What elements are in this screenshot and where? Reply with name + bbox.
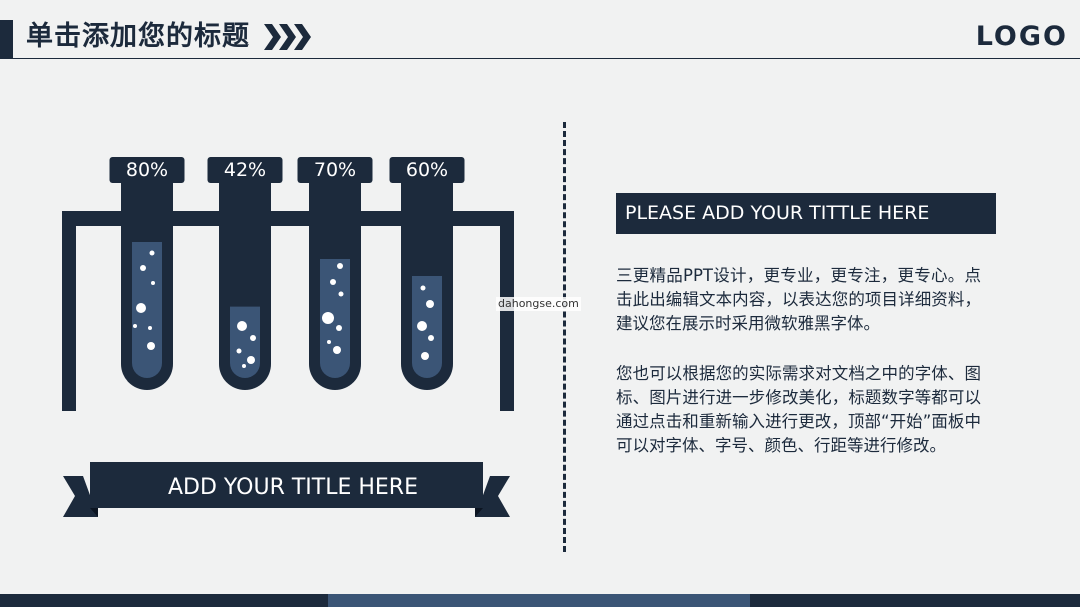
tube-percent-label[interactable]: 60% <box>406 159 448 181</box>
bubble <box>337 263 343 269</box>
bubble <box>417 321 427 331</box>
tube-cap <box>389 157 465 183</box>
banner-title[interactable]: ADD YOUR TITLE HERE <box>168 475 418 500</box>
bubble <box>236 348 242 354</box>
tube-percent-label[interactable]: 42% <box>224 159 266 181</box>
footer-bar-middle <box>328 594 750 607</box>
bubble <box>420 285 426 291</box>
ribbon-left-tail <box>63 476 98 517</box>
bubble <box>426 300 434 308</box>
dashed-divider <box>563 122 566 552</box>
tube-liquid <box>412 276 442 378</box>
ribbon-right-fold <box>475 508 483 517</box>
footer-bar-right <box>750 594 1080 607</box>
description-paragraph-1[interactable]: 三更精品PPT设计，更专业，更专注，更专心。点击此出编辑文本内容，以表达您的项目… <box>616 266 981 333</box>
bubble <box>247 356 255 364</box>
bubble <box>330 279 336 285</box>
bubble <box>136 303 146 313</box>
bubble <box>149 250 155 256</box>
bubble <box>333 346 341 354</box>
footer-bar-left <box>0 594 328 607</box>
description-paragraph-2[interactable]: 您也可以根据您的实际需求对文档之中的字体、图标、图片进行进一步修改美化，标题数字… <box>616 364 981 455</box>
bubble <box>237 321 247 331</box>
bubble <box>421 352 429 360</box>
rack-left-leg <box>62 211 76 411</box>
bubble <box>133 324 137 328</box>
bubble <box>338 291 344 297</box>
bubble <box>428 335 434 341</box>
bubble <box>151 281 155 285</box>
tube-liquid <box>132 242 162 378</box>
tube-cap <box>109 157 185 183</box>
title-ribbon-banner[interactable]: ADD YOUR TITLE HERE <box>63 462 510 517</box>
bubble <box>148 326 152 330</box>
watermark: dahongse.com <box>496 297 581 311</box>
ribbon-right-tail <box>475 476 510 517</box>
test-tube-3: 70% <box>297 157 373 390</box>
tube-liquid <box>320 259 350 378</box>
tube-percent-label[interactable]: 70% <box>314 159 356 181</box>
ribbon-body <box>90 462 483 508</box>
ribbon-left-fold <box>90 508 98 517</box>
tube-cap <box>297 157 373 183</box>
tube-cap <box>207 157 283 183</box>
bubble <box>250 335 256 341</box>
bubble <box>336 325 342 331</box>
test-tube-1: 80% <box>109 157 185 390</box>
rack-right-leg <box>500 211 514 411</box>
bubble <box>147 342 155 350</box>
header-rule <box>0 58 1080 59</box>
bubble <box>322 312 334 324</box>
chevrons-right-icon <box>264 24 311 50</box>
test-tube-4: 60% <box>389 157 465 390</box>
right-section-title[interactable]: PLEASE ADD YOUR TITTLE HERE <box>616 193 996 234</box>
bubble <box>242 364 246 368</box>
header-accent-bar <box>0 20 13 58</box>
tube-percent-label[interactable]: 80% <box>126 159 168 181</box>
test-tube-2: 42% <box>207 157 283 390</box>
logo: LOGO <box>975 21 1068 52</box>
bubble <box>327 340 331 344</box>
bubble <box>140 265 146 271</box>
page-title[interactable]: 单击添加您的标题 <box>26 21 250 52</box>
